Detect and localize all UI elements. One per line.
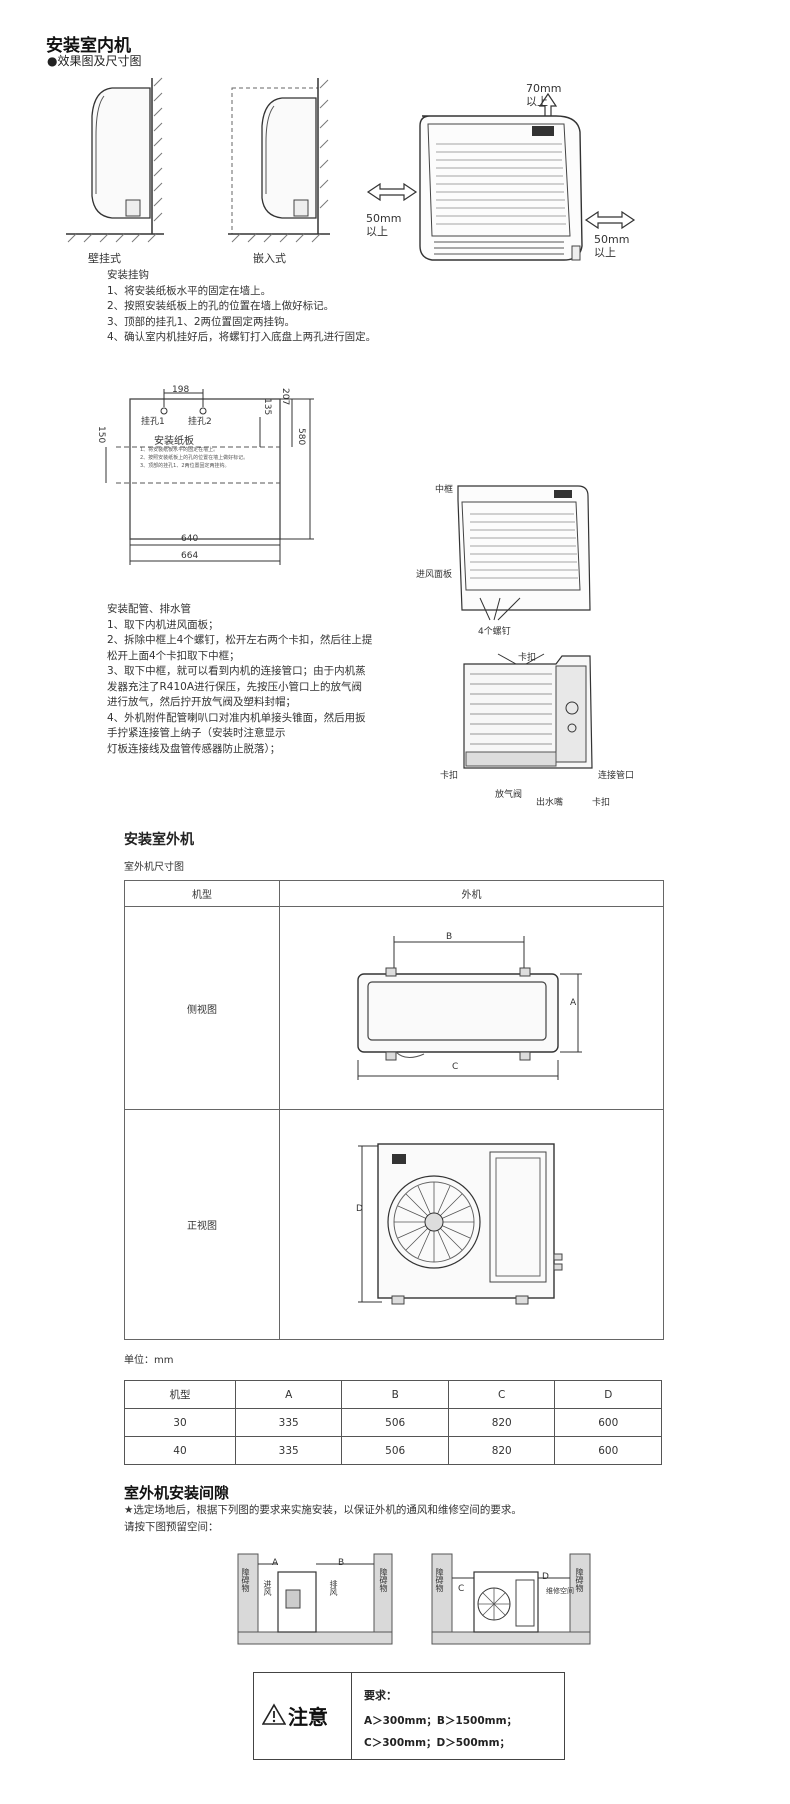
spec-row: 30 335 506 820 600	[124, 1408, 662, 1437]
notice-box: 注意 要求： A＞300mm；B＞1500mm； C＞300mm；D＞500mm…	[253, 1672, 565, 1760]
valve-label: 放气阀	[495, 790, 523, 800]
dim-135: 135	[262, 398, 272, 416]
spec-header-b: B	[341, 1380, 449, 1409]
gap-letter-b: B	[338, 1558, 345, 1568]
unit-label: 单位：mm	[124, 1355, 174, 1366]
indoor-parts-open-illustration	[463, 653, 593, 769]
board-notes: 1、将安装纸板水平的固定在墙上。 2、按照安装纸板上的孔的位置在墙上做好标记。 …	[140, 447, 249, 469]
dim-letter-b: B	[446, 932, 453, 942]
middle-frame-label: 中框	[435, 485, 454, 495]
dim-198: 198	[172, 385, 190, 395]
board-label: 安装纸板	[154, 436, 194, 447]
obstacle-right: 障碍物	[379, 1568, 388, 1592]
front-clearance-diagram	[431, 1553, 591, 1645]
dim-letter-c: C	[452, 1062, 459, 1072]
pipe-instructions: 安装配管、排水管 1、取下内机进风面板； 2、拆除中框上4个螺钉，松开左右两个卡…	[107, 603, 373, 755]
pipe-label: 连接管口	[598, 771, 635, 781]
hook-instructions: 安装挂钩 1、将安装纸板水平的固定在墙上。 2、按照安装纸板上的孔的位置在墙上做…	[107, 269, 377, 343]
outlet-label: 排风	[329, 1580, 338, 1596]
service-space-label: 维修空间	[546, 1587, 574, 1595]
clearance-right: 50mm 以上	[594, 233, 630, 259]
indoor-unit-illustration	[366, 92, 636, 261]
clip-top-label: 卡扣	[518, 653, 537, 663]
clip-right-label: 卡扣	[592, 798, 611, 808]
spec-header-model: 机型	[124, 1380, 236, 1409]
notice-left: 注意	[254, 1673, 352, 1759]
row-side-view: 侧视图	[124, 906, 280, 1110]
indoor-title: 安装室内机	[46, 36, 131, 56]
embedded-mount-label: 嵌入式	[253, 252, 286, 265]
clip-left-label: 卡扣	[440, 771, 459, 781]
dim-580: 580	[296, 428, 306, 446]
dim-letter-a: A	[570, 998, 577, 1008]
req-line2: C＞300mm；D＞500mm；	[364, 1737, 511, 1749]
spec-row: 40 335 506 820 600	[124, 1436, 662, 1465]
wall-mount-label: 壁挂式	[88, 252, 121, 265]
spec-table: 机型 A B C D 30 335 506 820 600 40 335 506…	[124, 1380, 662, 1465]
indoor-parts-front-illustration	[457, 485, 591, 621]
hole2-label: 挂孔2	[188, 417, 212, 427]
dim-640: 640	[181, 534, 199, 544]
spec-header-d: D	[554, 1380, 662, 1409]
spec-header-c: C	[447, 1380, 556, 1409]
gap-letter-c: C	[458, 1584, 465, 1594]
warning-icon	[262, 1703, 286, 1725]
spec-header-a: A	[234, 1380, 343, 1409]
clearance-top: 70mm 以上	[526, 82, 562, 108]
row-front-view: 正视图	[124, 1109, 280, 1340]
drain-label: 出水嘴	[536, 798, 564, 808]
indoor-subtitle: ●效果图及尺寸图	[47, 54, 142, 68]
hole1-label: 挂孔1	[141, 417, 165, 427]
dim-letter-d: D	[356, 1204, 363, 1214]
screws-label: 4个螺钉	[478, 627, 511, 637]
header-unit: 外机	[279, 880, 664, 907]
gap-letter-a: A	[272, 1558, 279, 1568]
dim-664: 664	[181, 551, 199, 561]
front-view-drawing	[358, 1143, 563, 1305]
inlet-label: 进风	[263, 1580, 272, 1596]
dim-150: 150	[96, 426, 106, 444]
req-title: 要求：	[364, 1689, 397, 1702]
side-clearance-diagram	[237, 1553, 393, 1645]
header-model: 机型	[124, 880, 280, 907]
outdoor-dim-title: 室外机尺寸图	[124, 862, 184, 873]
wall-mount-illustration	[66, 77, 164, 243]
gap-desc: ★选定场地后，根据下列图的要求来实施安装，以保证外机的通风和维修空间的要求。	[124, 1504, 522, 1516]
notice-title: 注意	[288, 1705, 328, 1729]
panel-label: 进风面板	[416, 570, 453, 580]
side-view-drawing	[357, 936, 582, 1080]
embedded-mount-illustration	[228, 78, 330, 243]
clearance-left: 50mm 以上	[366, 212, 402, 238]
req-line1: A＞300mm；B＞1500mm；	[364, 1715, 518, 1727]
obstacle-left: 障碍物	[241, 1568, 250, 1592]
obstacle-left-2: 障碍物	[435, 1568, 444, 1592]
gap-desc2: 请按下图预留空间：	[124, 1521, 219, 1533]
obstacle-right-2: 障碍物	[575, 1568, 584, 1592]
gap-title: 室外机安装间隙	[124, 1484, 230, 1502]
outdoor-title: 安装室外机	[124, 832, 194, 848]
template-drawing	[105, 389, 314, 565]
dim-207: 207	[280, 388, 290, 406]
gap-letter-d: D	[542, 1572, 549, 1582]
